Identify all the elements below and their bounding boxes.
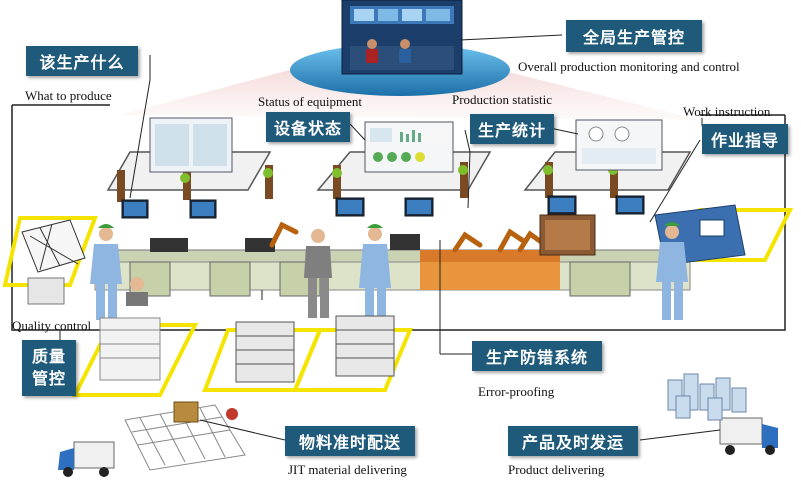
product-delivery-caption: Product delivering xyxy=(508,462,605,477)
overall-control-tag: 全局生产管控 xyxy=(566,20,702,52)
quality-control-tag: 质量 管控 xyxy=(22,340,76,396)
finished-goods xyxy=(667,373,747,421)
truck-left xyxy=(58,441,115,477)
work-instruction-tag: 作业指导 xyxy=(702,124,788,154)
robot-arms xyxy=(269,221,547,253)
pillars xyxy=(117,162,618,202)
quality-stand xyxy=(99,317,161,381)
truck-right xyxy=(719,417,778,455)
quality-control-caption: Quality control xyxy=(12,318,92,333)
screen-what xyxy=(149,117,233,173)
screen-stat xyxy=(575,119,663,171)
work-instruction-caption: Work instruction xyxy=(683,104,771,119)
left-table xyxy=(27,277,65,305)
pallet-box xyxy=(173,401,199,423)
what-to-produce-caption: What to produce xyxy=(25,88,112,103)
leader-lines xyxy=(59,34,721,441)
left-jig xyxy=(21,219,86,273)
material-carts xyxy=(235,315,395,383)
error-proofing-tag: 生产防错系统 xyxy=(472,341,602,371)
screen-status xyxy=(364,121,454,173)
overall-control-caption: Overall production monitoring and contro… xyxy=(518,59,740,74)
jit-delivery-tag: 物料准时配送 xyxy=(285,426,415,456)
workers xyxy=(90,222,688,322)
product-delivery-tag: 产品及时发运 xyxy=(508,426,638,456)
quality-control-tag-line2: 管控 xyxy=(31,369,66,388)
production-statistic-tag: 生产统计 xyxy=(470,114,554,144)
jit-delivery-caption: JIT material delivering xyxy=(288,462,407,477)
equipment-status-caption: Status of equipment xyxy=(258,94,362,109)
equipment-status-tag: 设备状态 xyxy=(266,112,350,142)
error-proofing-caption: Error-proofing xyxy=(478,384,555,399)
quality-control-tag-line1: 质量 xyxy=(31,347,66,366)
what-to-produce-tag: 该生产什么 xyxy=(26,46,138,76)
production-statistic-caption: Production statistic xyxy=(452,92,553,107)
fixture-cabinet xyxy=(539,214,596,256)
